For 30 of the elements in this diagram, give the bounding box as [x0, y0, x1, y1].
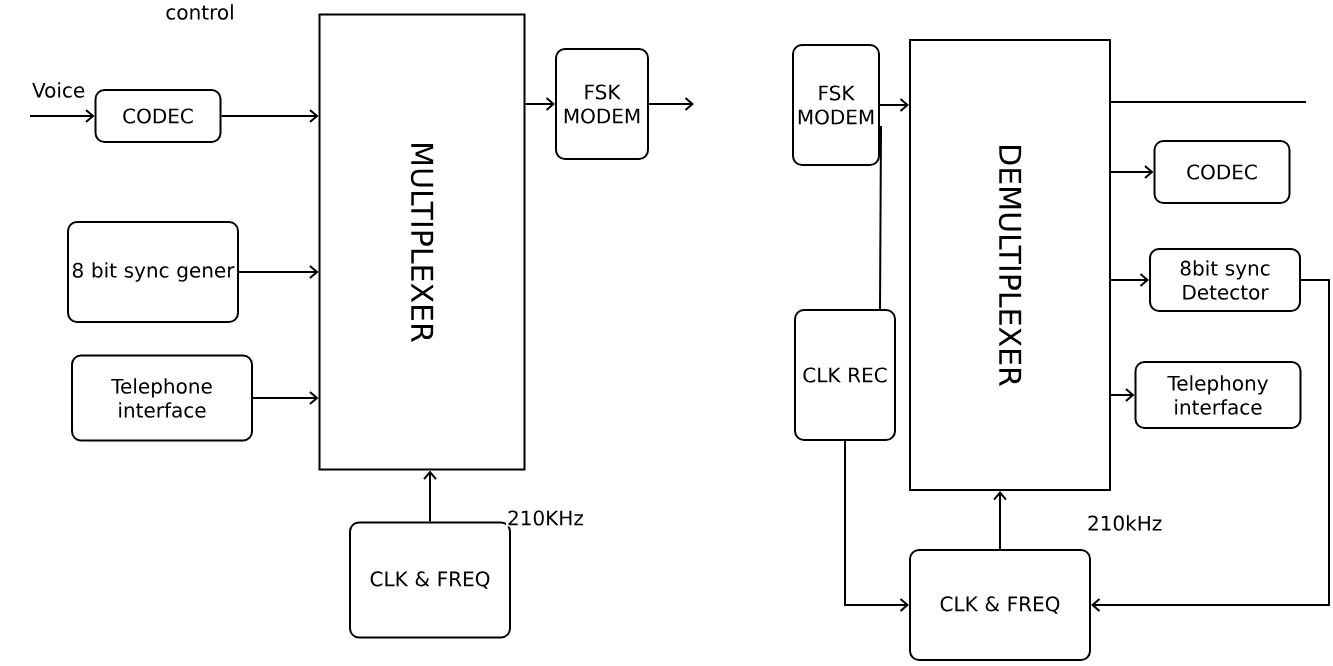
process-box: CLK REC — [794, 309, 896, 441]
process-box: Telephony interface — [1134, 361, 1302, 429]
arrow — [1091, 279, 1330, 612]
arrow — [1110, 388, 1135, 402]
process-box: 8bit sync Detector — [1149, 248, 1301, 312]
process-box: CODEC — [1153, 140, 1291, 204]
arrow — [524, 97, 555, 111]
arrow — [252, 391, 319, 405]
arrow — [879, 98, 909, 112]
process-box: FSK MODEM — [792, 44, 880, 166]
edge-label: 210KHz — [506, 509, 585, 527]
arrow — [648, 97, 694, 111]
edge-label: Voice — [31, 81, 87, 99]
arrow — [29, 109, 95, 123]
process-box: Telephone interface — [71, 354, 253, 442]
edge-label: 210kHz — [1086, 514, 1164, 532]
arrow — [238, 265, 319, 279]
arrow — [993, 491, 1007, 550]
arrow — [1110, 273, 1149, 287]
multiplexer-block: DEMULTIPLEXER — [909, 39, 1111, 491]
arrow — [423, 470, 437, 523]
process-box: CODEC — [94, 89, 222, 143]
process-box: FSK MODEM — [555, 48, 649, 160]
process-box: CLK & FREQ — [909, 549, 1091, 661]
multiplexer-block: MULTIPLEXER — [318, 13, 526, 471]
arrow — [1110, 165, 1154, 179]
note-text: control — [166, 4, 233, 20]
arrow — [844, 440, 909, 612]
arrow — [220, 109, 319, 123]
process-box: 8 bit sync gener — [67, 221, 239, 323]
